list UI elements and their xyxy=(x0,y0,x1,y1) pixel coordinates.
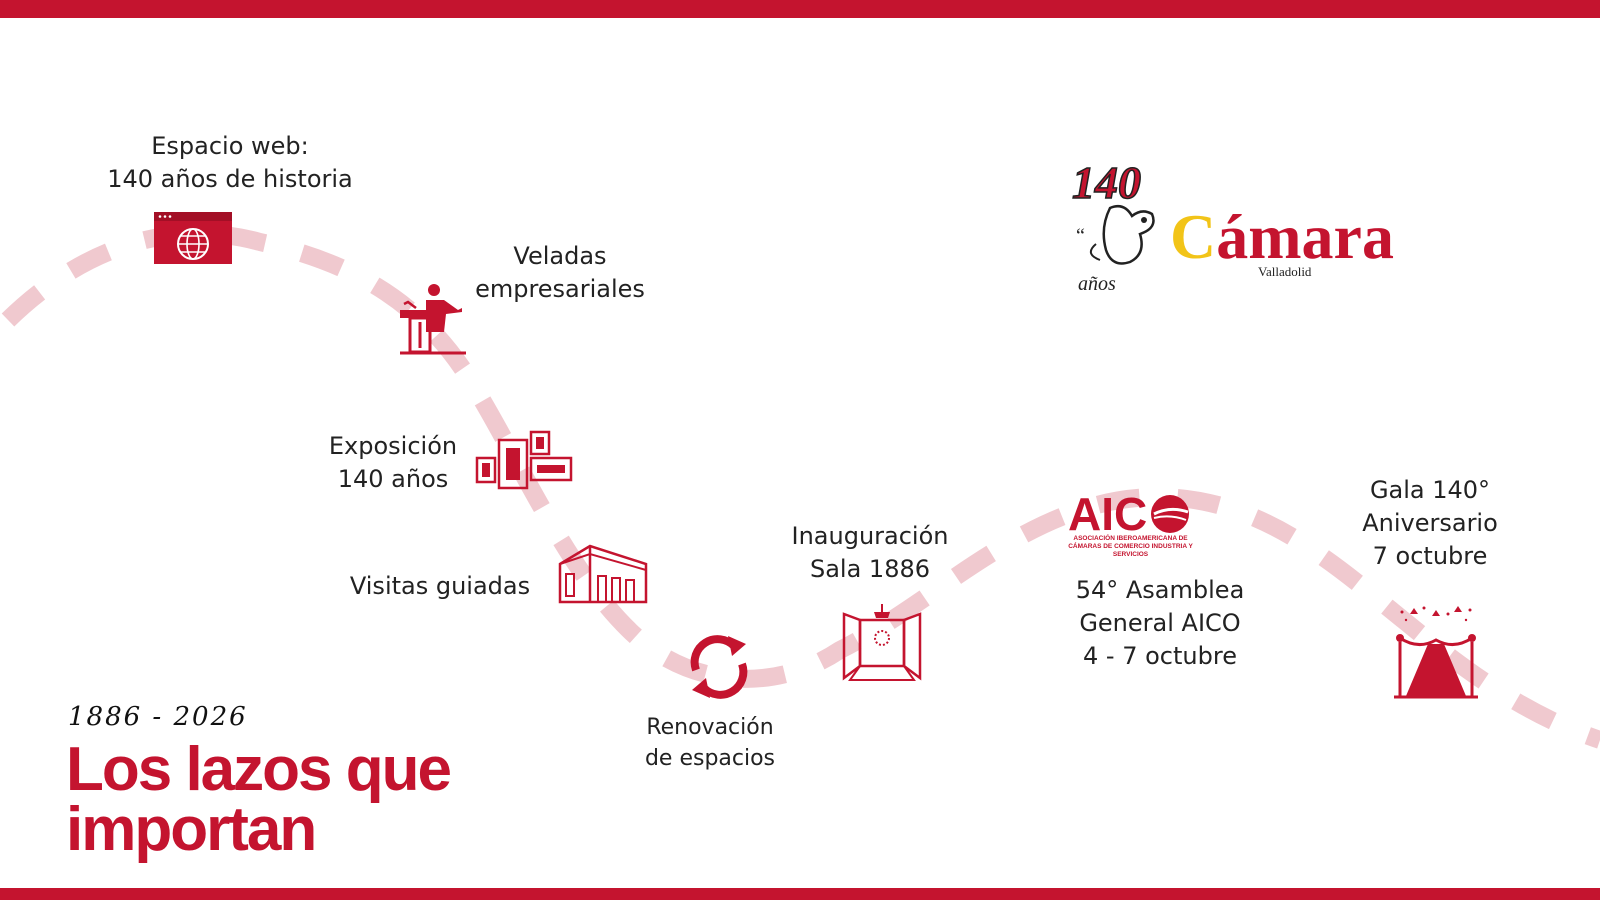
milestone-exposicion-label: Exposición 140 años xyxy=(328,432,458,493)
milestone-veladas-label: Veladas empresariales xyxy=(475,242,645,303)
top-bar xyxy=(0,0,1600,18)
page-title: Los lazos que importan xyxy=(66,735,452,864)
milestone-inauguracion-label: Inauguración Sala 1886 xyxy=(791,522,949,583)
red-carpet-icon xyxy=(1394,606,1478,699)
web-globe-icon xyxy=(154,212,232,264)
milestone-renovacion-label: Renovación de espacios xyxy=(644,715,776,771)
aico-subtitle: ASOCIACIÓN IBEROAMERICANA DE CÁMARAS DE … xyxy=(1068,535,1193,558)
camara-city: Valladolid xyxy=(1258,264,1312,279)
milestone-espacio-web-label: Espacio web: 140 años de historia xyxy=(107,132,353,193)
gallery-frames-icon xyxy=(475,430,573,490)
years-range: 1886 - 2026 xyxy=(68,702,248,732)
milestone-visitas-label: Visitas guiadas xyxy=(349,572,531,600)
refresh-icon xyxy=(690,635,748,699)
anniversary-number: 140 xyxy=(1072,158,1141,208)
building-icon xyxy=(558,544,648,604)
speaker-podium-icon xyxy=(400,284,466,355)
anniversary-word: años xyxy=(1078,273,1116,295)
anniversary-140-logo: 140 “ años xyxy=(1070,156,1190,298)
aico-logo-text: AIC xyxy=(1068,488,1147,538)
bottom-bar xyxy=(0,888,1600,900)
svg-text:“: “ xyxy=(1076,225,1085,247)
milestone-gala-label: Gala 140° Aniversario 7 octubre xyxy=(1362,476,1498,570)
camara-logo: Cámara xyxy=(1170,201,1394,272)
milestone-asamblea-label: 54° Asamblea General AICO 4 - 7 octubre xyxy=(1075,576,1245,670)
aico-logo: AIC xyxy=(1068,488,1198,558)
open-doors-icon xyxy=(842,604,922,681)
